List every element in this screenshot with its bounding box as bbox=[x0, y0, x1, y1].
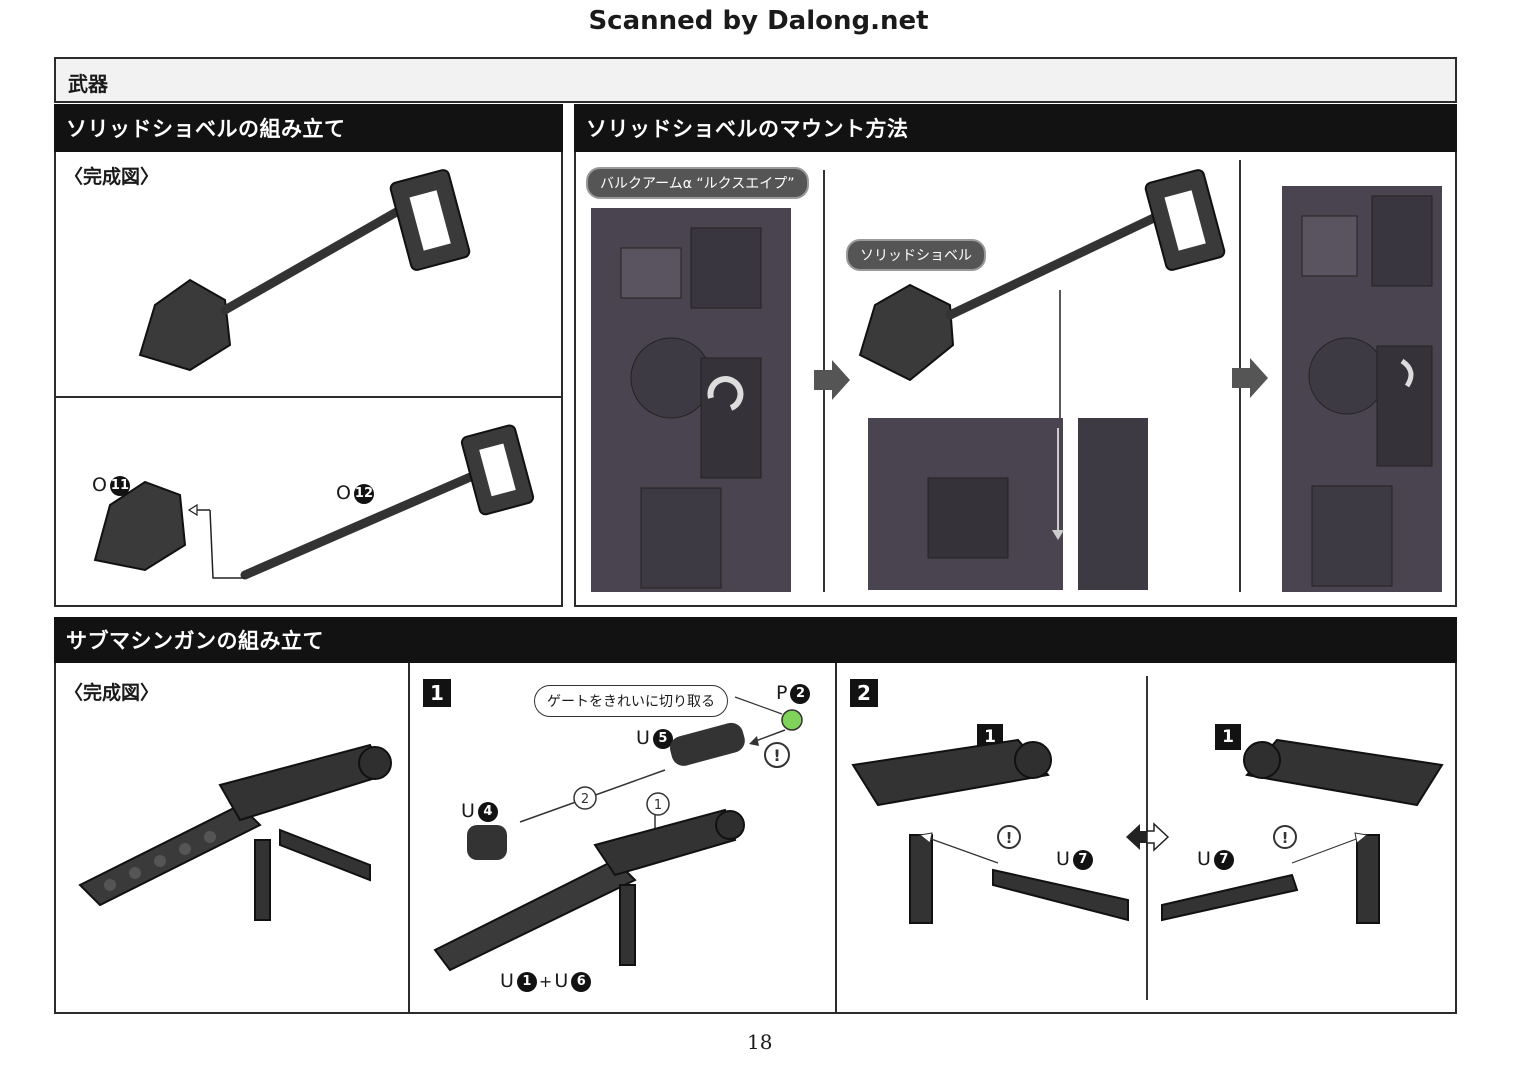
smg-divider-2 bbox=[835, 663, 837, 1014]
page-number: 18 bbox=[747, 1030, 773, 1054]
unit-label-pill: バルクアームα “ルクスエイプ” bbox=[586, 167, 809, 199]
shovel-mount-title: ソリッドショベルのマウント方法 bbox=[574, 104, 1457, 152]
svg-text:!: ! bbox=[1006, 829, 1013, 847]
complete-smg-illustration bbox=[78, 743, 392, 921]
mount-arrow-2 bbox=[1232, 358, 1268, 398]
smg-step2-right-illustration: ! bbox=[1161, 738, 1444, 924]
solid-shovel-illustration bbox=[858, 169, 1226, 520]
mount-arrow-1 bbox=[814, 360, 850, 400]
gate-cut-callout: ゲートをきれいに切り取る bbox=[534, 685, 728, 717]
shovel-parts-illustration bbox=[93, 424, 535, 580]
smg-step2-left-illustration: ! bbox=[851, 738, 1129, 924]
section-header: 武器 bbox=[54, 57, 1457, 103]
smg-assembly-title: サブマシンガンの組み立て bbox=[54, 617, 1457, 663]
mount-detail-illustration bbox=[868, 418, 1148, 590]
shovel-divider bbox=[56, 396, 561, 398]
robot-arm-illustration-after bbox=[1282, 186, 1442, 592]
shovel-assembly-title: ソリッドショベルの組み立て bbox=[54, 104, 563, 152]
watermark: Scanned by Dalong.net bbox=[588, 6, 929, 36]
svg-text:1: 1 bbox=[654, 798, 662, 813]
shovel-label-pill: ソリッドショベル bbox=[846, 239, 986, 271]
swap-arrow-icon bbox=[1126, 822, 1170, 852]
section-title: 武器 bbox=[68, 72, 108, 96]
svg-text:!: ! bbox=[1282, 829, 1289, 847]
svg-text:!: ! bbox=[773, 746, 780, 765]
shovel-complete-label: 〈完成図〉 bbox=[64, 166, 160, 188]
svg-text:2: 2 bbox=[581, 792, 589, 807]
smg-complete-label: 〈完成図〉 bbox=[64, 682, 160, 704]
smg-step1-illustration: ! 2 1 bbox=[433, 696, 803, 972]
smg-step2-right-sub-number: 1 bbox=[1215, 724, 1241, 750]
robot-arm-illustration-before bbox=[591, 208, 791, 592]
smg-divider-1 bbox=[408, 663, 410, 1014]
complete-shovel-illustration bbox=[138, 169, 471, 372]
smg-step-1-number: 1 bbox=[423, 679, 451, 707]
smg-step-2-number: 2 bbox=[850, 679, 878, 707]
